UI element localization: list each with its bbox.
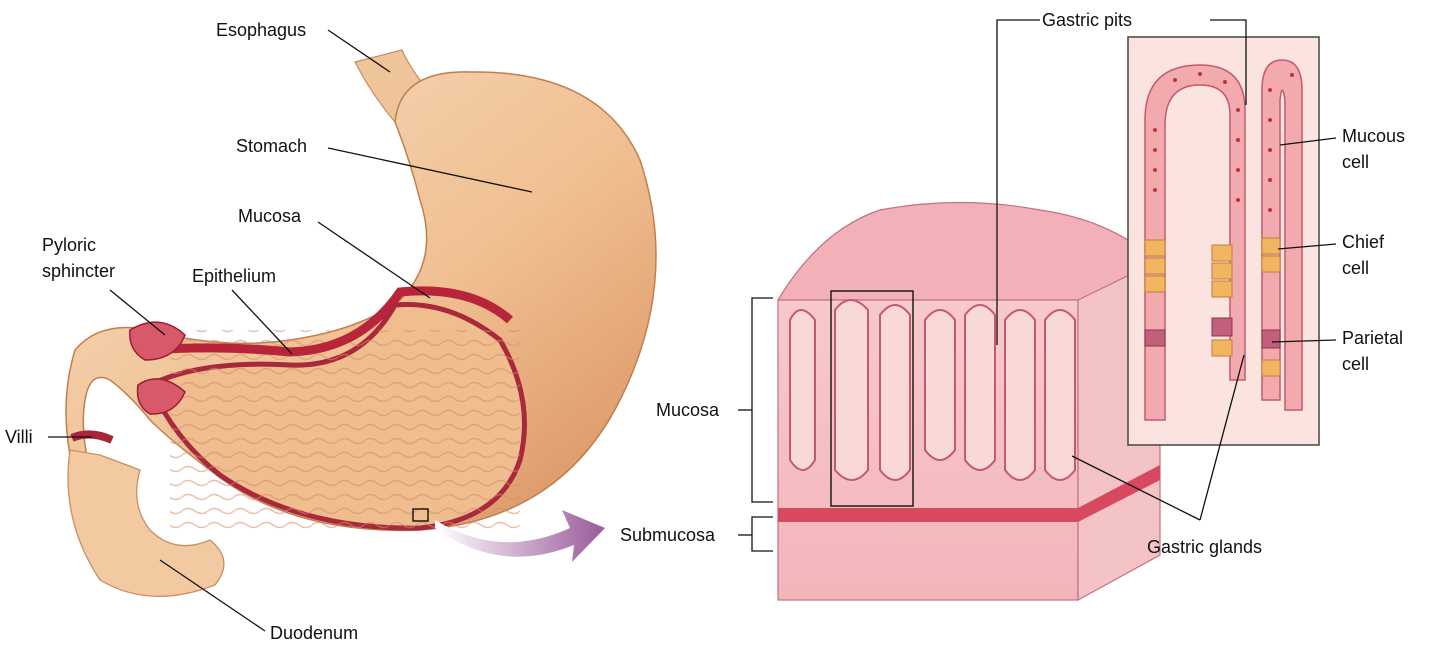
label-pyloric-line1: Pyloric (42, 235, 96, 255)
label-parietal-line2: cell (1342, 354, 1369, 374)
submucosa-band (778, 508, 1078, 522)
label-parietal-line1: Parietal (1342, 328, 1403, 348)
label-esophagus: Esophagus (216, 20, 306, 40)
label-mucosa-right: Mucosa (656, 400, 720, 420)
mucosa-tissue-block (778, 203, 1160, 601)
label-chief-line2: cell (1342, 258, 1369, 278)
gland-inset (1128, 37, 1319, 445)
label-submucosa: Submucosa (620, 525, 716, 545)
rugae-folds (170, 330, 520, 530)
bracket-mucosa (752, 298, 773, 502)
label-stomach: Stomach (236, 136, 307, 156)
label-duodenum: Duodenum (270, 623, 358, 643)
label-mucous-line2: cell (1342, 152, 1369, 172)
label-epithelium: Epithelium (192, 266, 276, 286)
label-gastric-pits: Gastric pits (1042, 10, 1132, 30)
leader-mucosa-left (318, 222, 430, 298)
label-gastric-glands: Gastric glands (1147, 537, 1262, 557)
label-chief-line1: Chief (1342, 232, 1385, 252)
label-villi: Villi (5, 427, 33, 447)
block-top-surface (778, 203, 1155, 301)
label-pyloric-line2: sphincter (42, 261, 115, 281)
label-mucosa-left: Mucosa (238, 206, 302, 226)
bracket-submucosa (752, 517, 773, 551)
label-mucous-line1: Mucous (1342, 126, 1405, 146)
